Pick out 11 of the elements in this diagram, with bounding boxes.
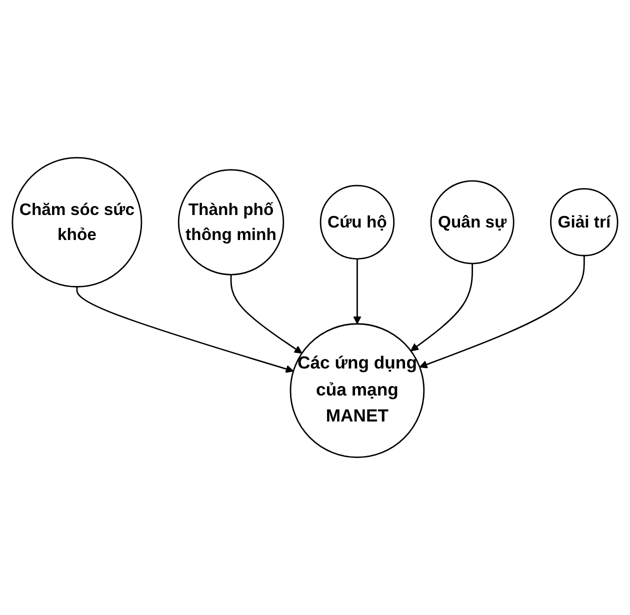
arrow [419, 256, 585, 368]
node-circle: Thành phố thông minh [178, 169, 284, 276]
node-circle: Cứu hộ [320, 184, 395, 260]
arrow [410, 264, 474, 352]
arrow [353, 258, 362, 324]
node-circle: Quân sự [430, 180, 514, 264]
node-circle: Các ứng dụng của mạng MANET [290, 323, 425, 458]
arrow [76, 286, 294, 373]
node-circle: Giải trí [550, 188, 618, 256]
node-circle: Chăm sóc sức khỏe [12, 157, 142, 288]
arrow [230, 274, 302, 354]
